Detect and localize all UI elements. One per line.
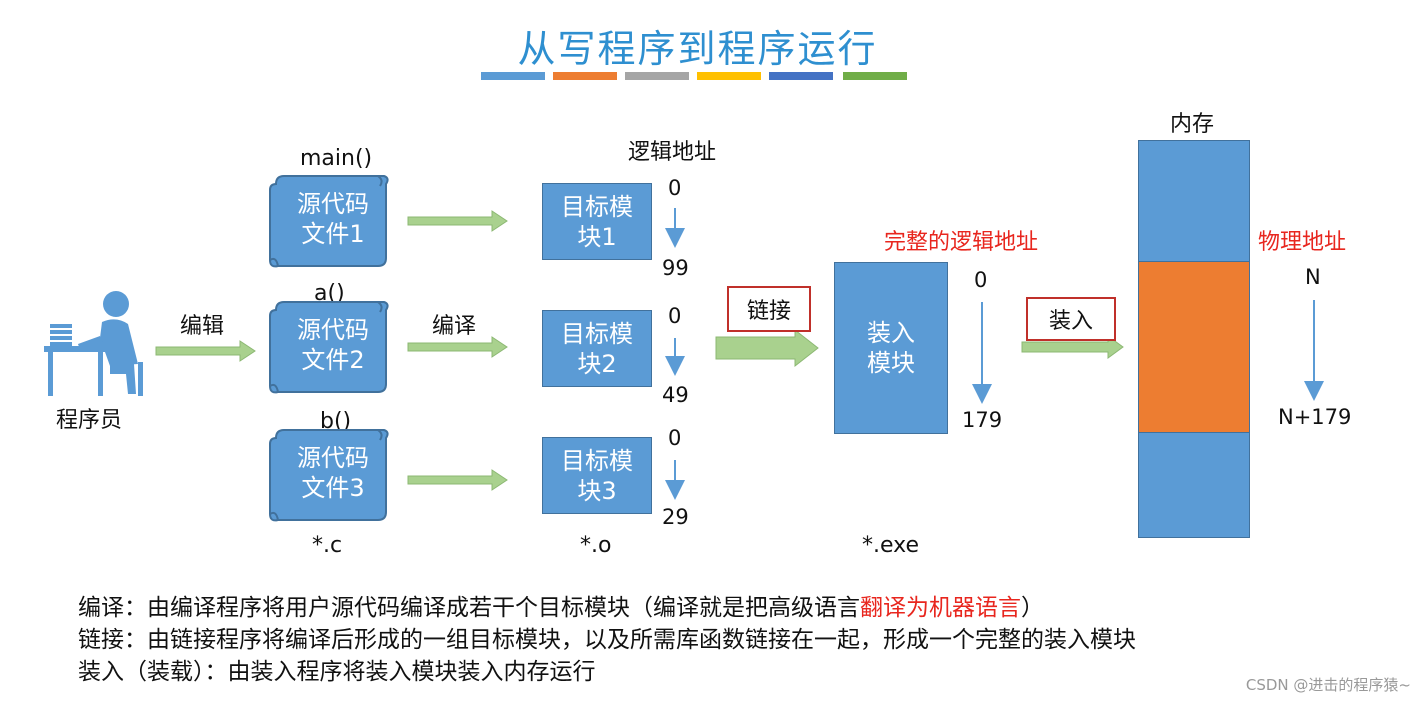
footer-link-line: 链接：由链接程序将编译后形成的一组目标模块，以及所需库函数链接在一起，形成一个完…: [78, 627, 1136, 653]
module-start-address: 0: [668, 426, 682, 450]
memory-label: 内存: [1170, 112, 1215, 137]
load-module-line2: 模块: [867, 349, 915, 377]
footer-compile-line: 编译：由编译程序将用户源代码编译成若干个目标模块（编译就是把高级语言翻译为机器语…: [78, 588, 1044, 622]
title-bar-6: [843, 72, 907, 80]
source-line1: 源代码: [297, 190, 369, 218]
module-line2: 块1: [577, 222, 617, 251]
module-end-address: 99: [662, 256, 689, 280]
source-file-scroll: 源代码文件2: [266, 298, 392, 398]
footer-compile-red: 翻译为机器语言: [860, 595, 1021, 621]
load-label: 装入: [1026, 297, 1116, 341]
footer-compile-suffix: ）: [1021, 595, 1044, 621]
source-line1: 源代码: [297, 444, 369, 472]
programmer-label: 程序员: [56, 408, 123, 433]
memory-loaded-region: [1138, 261, 1250, 433]
source-line2: 文件1: [301, 220, 365, 248]
complete-logical-address-label: 完整的逻辑地址: [884, 230, 1039, 255]
title-bar-2: [553, 72, 617, 80]
physical-start-address: N: [1305, 265, 1321, 289]
module-end-address: 29: [662, 505, 689, 529]
caption-o: *.o: [580, 533, 612, 558]
source-func-label: main(): [300, 146, 373, 171]
module-line2: 块2: [577, 349, 617, 378]
page-title: 从写程序到程序运行: [517, 27, 878, 71]
link-arrow: [715, 328, 819, 368]
title-bar-3: [625, 72, 689, 80]
load-module: 装入模块: [834, 262, 948, 434]
load-module-start-address: 0: [974, 268, 988, 292]
load-module-line1: 装入: [867, 319, 915, 347]
physical-end-address: N+179: [1278, 405, 1352, 429]
source-line1: 源代码: [297, 316, 369, 344]
module-line1: 目标模: [561, 319, 633, 348]
footer-compile-prefix: 编译：由编译程序将用户源代码编译成若干个目标模块（编译就是把高级语言: [78, 595, 860, 621]
footer-load-line: 装入（装载）：由装入程序将装入模块装入内存运行: [78, 659, 596, 685]
title-bar-1: [481, 72, 545, 80]
edit-label: 编辑: [180, 314, 225, 339]
compile-arrow: [407, 210, 508, 491]
module-line2: 块3: [577, 476, 617, 505]
load-module-end-address: 179: [962, 408, 1003, 432]
edit-arrow: [155, 340, 256, 362]
module-start-address: 0: [668, 176, 682, 200]
module-line1: 目标模: [561, 446, 633, 475]
physical-address-label: 物理地址: [1258, 230, 1347, 255]
title-bar-4: [697, 72, 761, 80]
source-file-scroll: 源代码文件3: [266, 426, 392, 526]
module-line1: 目标模: [561, 192, 633, 221]
title-bar-5: [769, 72, 833, 80]
object-module: 目标模块1: [542, 183, 652, 260]
logical-address-label: 逻辑地址: [628, 140, 717, 165]
module-end-address: 49: [662, 383, 689, 407]
source-line2: 文件3: [301, 474, 365, 502]
source-file-scroll: 源代码文件1: [266, 172, 392, 272]
caption-exe: *.exe: [862, 533, 920, 558]
compile-label: 编译: [432, 314, 477, 339]
caption-c: *.c: [312, 533, 343, 558]
link-label: 链接: [727, 286, 811, 332]
programmer-icon: [44, 291, 143, 396]
load-arrow: [1021, 335, 1124, 359]
object-module: 目标模块3: [542, 437, 652, 514]
watermark: CSDN @进击的程序猿~: [1245, 676, 1411, 694]
source-line2: 文件2: [301, 346, 365, 374]
object-module: 目标模块2: [542, 310, 652, 387]
module-start-address: 0: [668, 304, 682, 328]
